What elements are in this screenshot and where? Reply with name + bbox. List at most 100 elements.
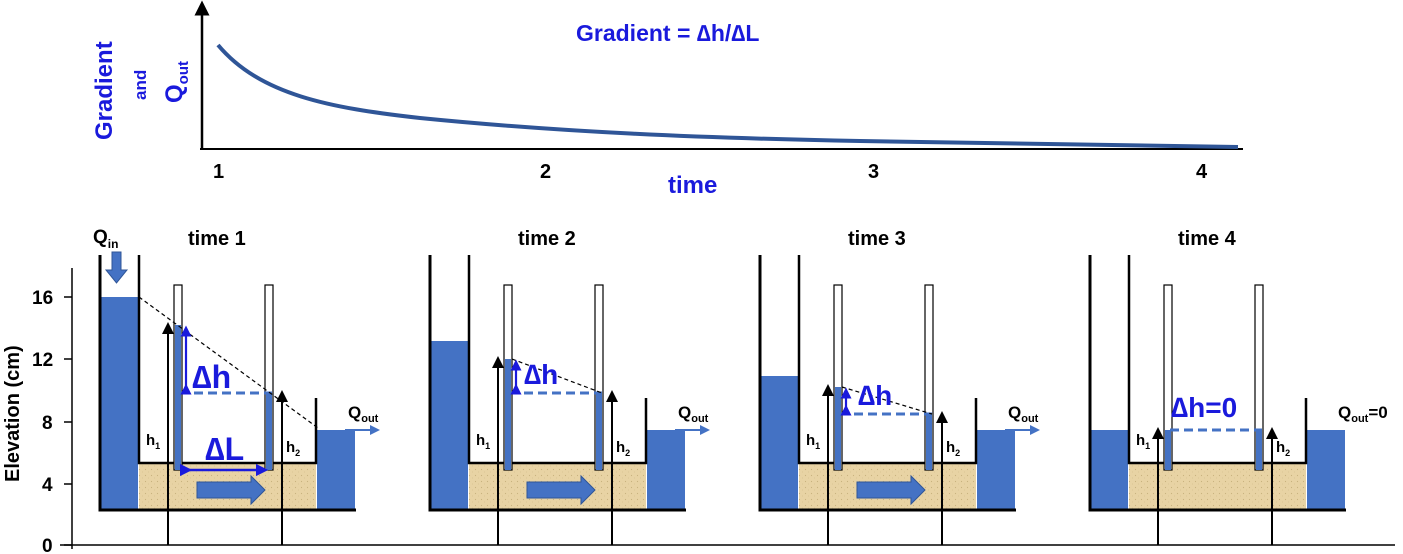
h1-label: h — [476, 432, 485, 449]
gradient-curve — [216, 43, 1239, 149]
delta-h-label: ∆h=0 — [1171, 392, 1237, 423]
x-tick: 2 — [540, 161, 551, 183]
q-out-label: Qout — [348, 403, 379, 425]
q-in-label: Q — [93, 227, 108, 248]
panel-title: time 3 — [848, 228, 906, 250]
container-wall — [467, 255, 648, 465]
container-wall — [137, 255, 318, 465]
right-reservoir-water — [1307, 430, 1345, 510]
h2-label: h — [616, 439, 625, 456]
container-wall — [98, 255, 317, 512]
h2-sub: 2 — [625, 448, 630, 458]
h1-label: h1 — [476, 432, 490, 451]
container-wall — [1088, 255, 1307, 512]
q-out-label: Qout — [1008, 403, 1039, 425]
panel-title: time 1 — [188, 228, 246, 250]
top-y-label-and: and — [131, 70, 150, 100]
gradient-dashed-line — [511, 358, 603, 394]
y-tick: 4 — [42, 475, 53, 496]
h2-label: h — [946, 439, 955, 456]
y-tick: 8 — [42, 413, 53, 434]
q-in: Qin — [93, 227, 129, 284]
h2-sub: 2 — [1285, 448, 1290, 458]
q-out-zero: =0 — [1368, 403, 1387, 422]
h1-sub: 1 — [485, 441, 490, 451]
h2-label: h2 — [946, 439, 960, 458]
q-out-sub: out — [691, 413, 708, 425]
q-out-label: Q — [1008, 403, 1021, 422]
x-tick: 4 — [1196, 161, 1208, 183]
top-plot: Gradient and Qout Gradient = ∆h/∆L 1 2 3… — [91, 0, 1243, 199]
container-wall — [1127, 255, 1308, 465]
x-tick: 1 — [213, 161, 224, 183]
right-reservoir-water — [647, 430, 685, 510]
piezometer-water-1 — [835, 387, 841, 470]
panel-title: time 4 — [1178, 228, 1237, 250]
flow-arrow — [196, 474, 266, 506]
h2-label: h — [1276, 439, 1285, 456]
h1-sub: 1 — [815, 441, 820, 451]
piezometer-water-2 — [266, 393, 272, 470]
delta-h-label: ∆h — [192, 359, 231, 395]
top-y-label-q-group: Qout — [161, 61, 192, 103]
q-out-label: Q — [678, 403, 691, 422]
flow-arrow — [856, 474, 926, 506]
q-out-sub: out — [1351, 413, 1368, 425]
left-reservoir-water — [1090, 430, 1128, 510]
piezometer-water-1 — [1165, 430, 1171, 470]
piezometer-water-2 — [596, 393, 602, 470]
elevation-label: Elevation (cm) — [2, 345, 24, 482]
gradient-dashed-line — [841, 386, 933, 415]
h2-label: h2 — [616, 439, 630, 458]
delta-h-label: ∆h — [524, 359, 558, 390]
container-wall — [428, 255, 647, 512]
q-in-sub: in — [108, 237, 119, 251]
delta-h-label: ∆h — [858, 380, 892, 411]
h1-label: h — [806, 432, 815, 449]
delta-h-label: ∆h — [858, 380, 892, 411]
top-y-label-q-sub: out — [175, 61, 192, 84]
delta-h-label: ∆h — [524, 359, 558, 390]
h2-label: h2 — [1276, 439, 1290, 458]
delta-h-label: ∆h — [192, 359, 231, 395]
h2-sub: 2 — [955, 448, 960, 458]
sand-layer — [1129, 463, 1306, 510]
y-tick: 12 — [32, 350, 53, 371]
panel-title: time 3 — [848, 228, 906, 250]
flow-arrow — [526, 474, 596, 506]
q-out-label: Qout — [678, 403, 709, 425]
h1-label: h1 — [146, 432, 160, 451]
h1-label: h1 — [806, 432, 820, 451]
h1-label: h — [1136, 432, 1145, 449]
piezometer-water-2 — [1256, 430, 1262, 470]
top-y-label-q: Q — [161, 84, 188, 103]
piezometer-water-2 — [926, 414, 932, 470]
q-in-arrow — [104, 251, 129, 284]
q-out-label: Q — [1338, 403, 1351, 422]
piezometer-water-1 — [505, 359, 511, 470]
delta-h-label: ∆h=0 — [1171, 392, 1237, 423]
panel-title: time 4 — [1178, 228, 1237, 250]
panel-title: time 2 — [518, 228, 576, 250]
gradient-formula: Gradient = ∆h/∆L — [576, 20, 759, 46]
delta-l-label: ∆L — [205, 431, 244, 467]
h1-label: h1 — [1136, 432, 1150, 451]
h1-sub: 1 — [155, 441, 160, 451]
piezometer-water-1 — [175, 325, 181, 470]
elevation-axis: Elevation (cm) 0 4 8 12 16 — [2, 268, 1395, 554]
q-out-sub: out — [361, 413, 378, 425]
container-wall — [758, 255, 977, 512]
q-out-label: Qout=0 — [1338, 403, 1388, 425]
panel-title: time 1 — [188, 228, 246, 250]
x-axis-label: time — [668, 172, 717, 199]
container-wall — [797, 255, 978, 465]
h2-label: h — [286, 439, 295, 456]
panel-title: time 2 — [518, 228, 576, 250]
left-reservoir-water — [760, 376, 798, 510]
